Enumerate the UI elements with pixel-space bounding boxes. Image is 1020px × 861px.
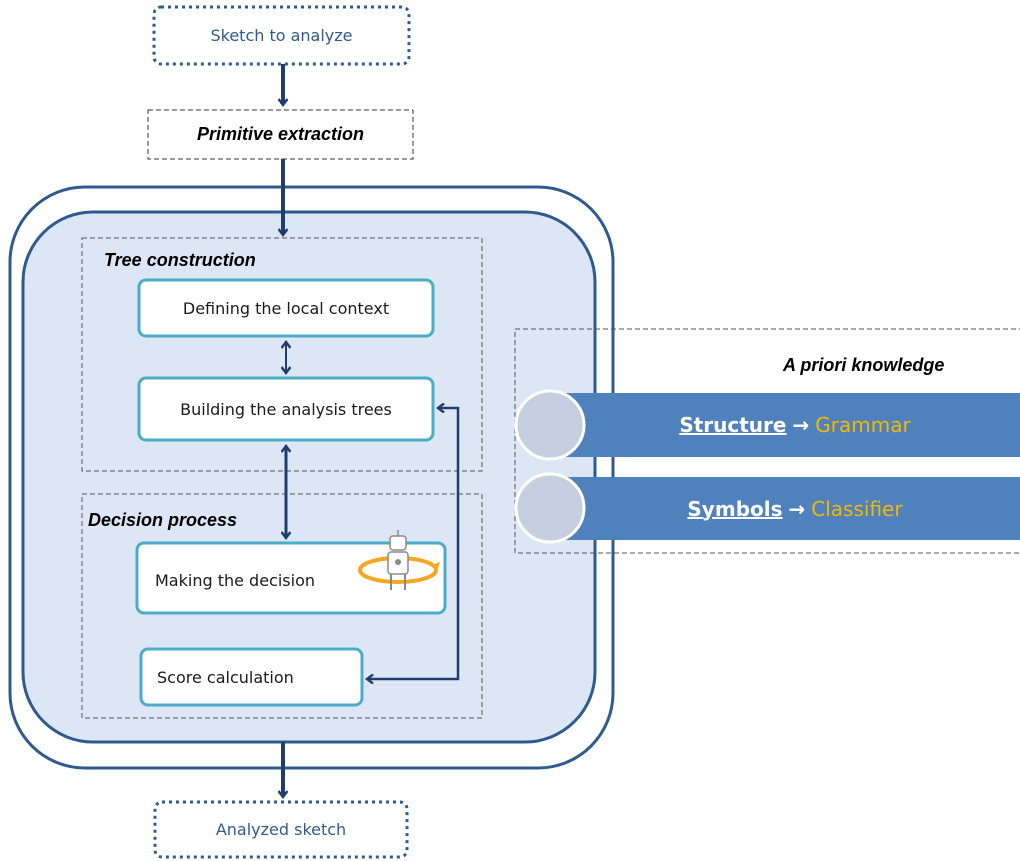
knowledge-section [514,328,1020,554]
knowledge-title: A priori knowledge [783,355,945,375]
structure-value: Grammar [815,413,911,437]
symbols-value: Classifier [811,496,903,521]
structure-circle [514,389,586,461]
decision-process-title: Decision process [88,510,238,530]
decision-label: Making the decision [155,570,315,590]
feedback-loop-arrow [368,408,460,679]
symbols-row: Symbols → Classifier [590,477,1000,540]
primitive-extraction-box [147,109,414,160]
tree-construction-title: Tree construction [104,250,256,270]
symbols-key: Symbols [687,496,783,521]
primitive-extraction-label: Primitive extraction [196,124,365,144]
output-label: Analyzed sketch [215,820,347,839]
score-label: Score calculation [157,667,294,687]
analysis-trees-label: Building the analysis trees [180,399,392,419]
local-context-label: Defining the local context [182,298,390,318]
output-terminal [153,800,409,859]
structure-bar [548,393,1020,457]
input-label: Sketch to analyze [210,26,353,45]
symbols-bar [548,477,1020,540]
structure-arrow: → [792,413,810,437]
symbols-circle [514,472,586,544]
node-local-context [137,278,435,338]
robot-rotate-icon [358,530,440,590]
structure-key: Structure [679,413,787,437]
symbols-arrow: → [788,496,806,521]
structure-row: Structure → Grammar [590,393,1000,457]
node-score [139,647,364,707]
input-terminal [152,5,411,66]
